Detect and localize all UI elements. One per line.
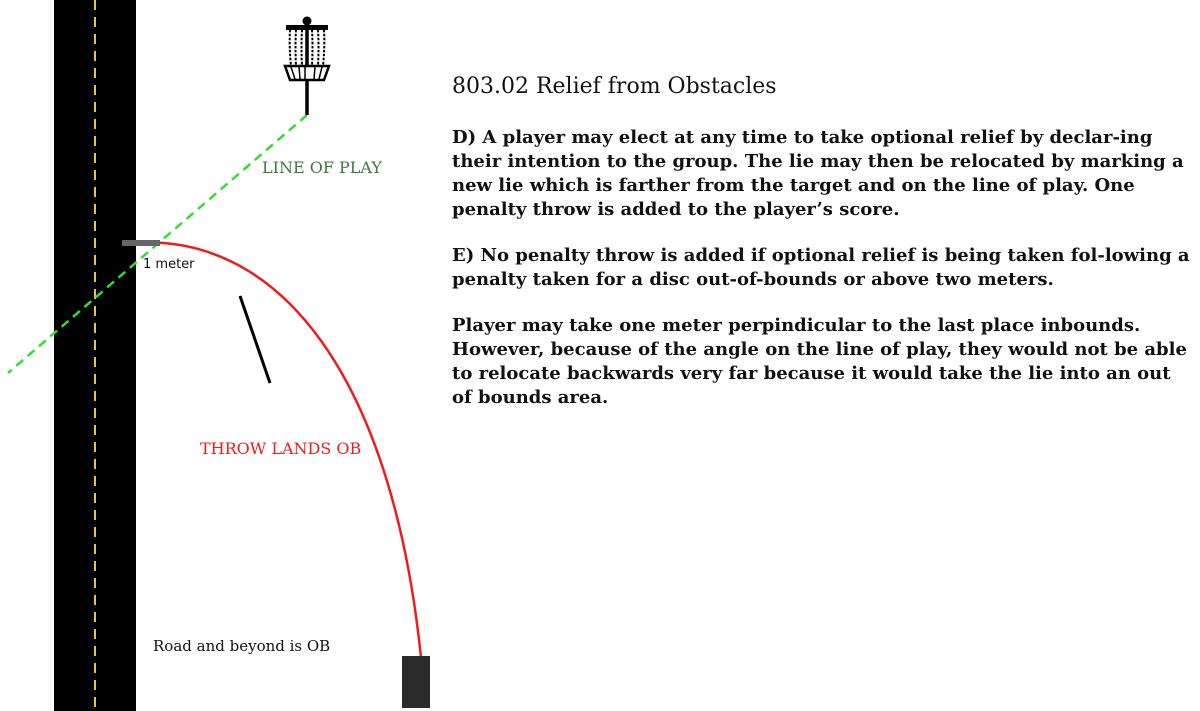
road: [54, 0, 136, 711]
throw-path: [121, 241, 424, 669]
line-of-play-label: LINE OF PLAY: [262, 158, 382, 177]
rule-title: 803.02 Relief from Obstacles: [452, 74, 777, 99]
one-meter-marker: [122, 240, 160, 246]
throw-lands-ob-label: THROW LANDS OB: [200, 439, 361, 458]
rule-text-block: 803.02 Relief from Obstacles D) A player…: [452, 70, 1192, 432]
road-ob-label: Road and beyond is OB: [153, 637, 330, 655]
tee-pad: [402, 656, 430, 708]
obstacle: [238, 295, 272, 384]
disc-golf-basket-icon: [283, 16, 331, 115]
one-meter-label: 1 meter: [143, 257, 195, 272]
rule-paragraph-d: D) A player may elect at any time to tak…: [452, 127, 1184, 220]
rule-paragraph-explanation: Player may take one meter perpindicular …: [452, 315, 1187, 408]
rule-paragraph-e: E) No penalty throw is added if optional…: [452, 245, 1190, 290]
